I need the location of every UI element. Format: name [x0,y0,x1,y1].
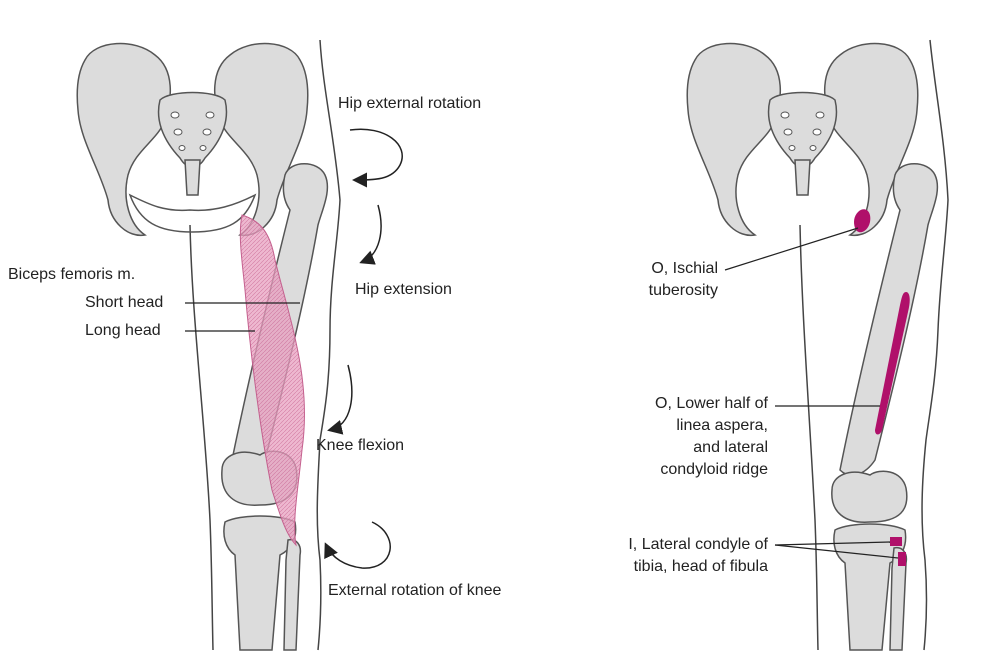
hip-extension-arrow [359,204,382,265]
origin-ischial-line-1: O, Ischial [651,260,718,277]
origin-linea-line-1: O, Lower half of [655,395,768,412]
origin-linea-line-2: linea aspera, [676,417,768,434]
hip-external-rotation-label: Hip external rotation [338,95,482,112]
ischial-tuberosity-mark [854,209,871,233]
left-skin-outline-right [316,39,341,651]
origin-ischial-line-2: tuberosity [648,282,718,299]
insertion-label: I, Lateral condyle of tibia, head of fib… [570,534,768,578]
origin-ischial-label: O, Ischial tuberosity [600,258,718,302]
left-tibia [223,515,302,651]
left-leg-illustration [76,39,403,651]
origin-linea-line-4: condyloid ridge [660,461,768,478]
insertion-leader-1 [774,541,891,546]
right-pelvis [686,42,919,237]
insertion-leader-2 [774,544,899,559]
knee-flexion-arrow [327,364,353,435]
hip-external-rotation-arrow [349,128,403,188]
biceps-femoris-muscle [239,214,305,547]
muscle-name-label: Biceps femoris m. [8,266,136,283]
lateral-condyle-mark [890,537,902,546]
long-head-label: Long head [85,322,161,339]
origin-linea-line-3: and lateral [693,439,768,456]
insertion-line-1: I, Lateral condyle of [628,536,768,553]
right-leg-illustration [686,39,949,651]
hip-extension-label: Hip extension [355,281,452,298]
right-femur [831,163,939,523]
right-tibia [833,523,908,651]
knee-flexion-label: Knee flexion [316,437,405,454]
left-skin-outline [189,224,214,651]
linea-aspera-mark [875,292,910,435]
external-rotation-arrow [324,521,391,569]
origin-linea-aspera-label: O, Lower half of linea aspera, and later… [600,393,768,481]
left-pelvis [76,42,309,237]
right-skin-outline-right [921,39,949,651]
short-head-label: Short head [85,294,164,311]
right-skin-outline [799,224,819,651]
fibula-head-mark [898,552,906,566]
insertion-line-2: tibia, head of fibula [633,558,768,575]
ischial-leader [724,227,859,271]
external-rotation-of-knee-label: External rotation of knee [328,582,502,599]
